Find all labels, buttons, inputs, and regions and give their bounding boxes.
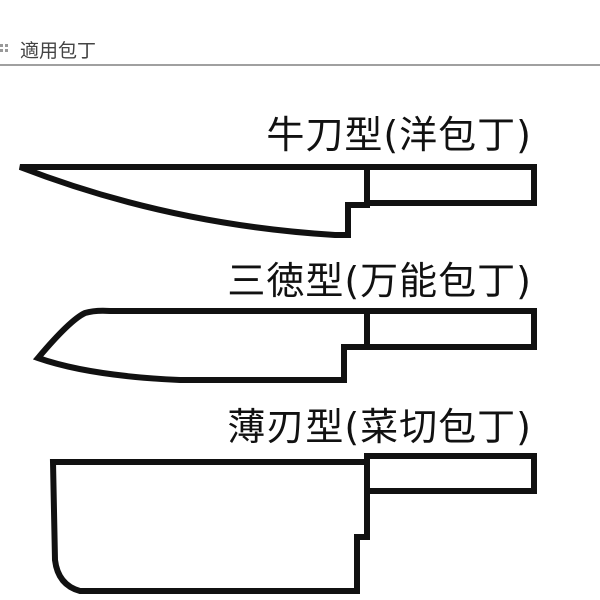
knife-label-santoku: 三徳型(万能包丁) [227, 259, 532, 303]
santoku-knife-icon [32, 307, 537, 383]
gyuto-knife-icon [18, 164, 537, 238]
section-title: 適用包丁 [20, 40, 97, 62]
knife-label-nakiri: 薄刃型(菜切包丁) [227, 405, 532, 449]
section-header: 適用包丁 [0, 34, 600, 66]
nakiri-knife-icon [49, 453, 537, 594]
grid-dots-icon [0, 44, 10, 52]
knife-label-gyuto: 牛刀型(洋包丁) [266, 113, 532, 157]
